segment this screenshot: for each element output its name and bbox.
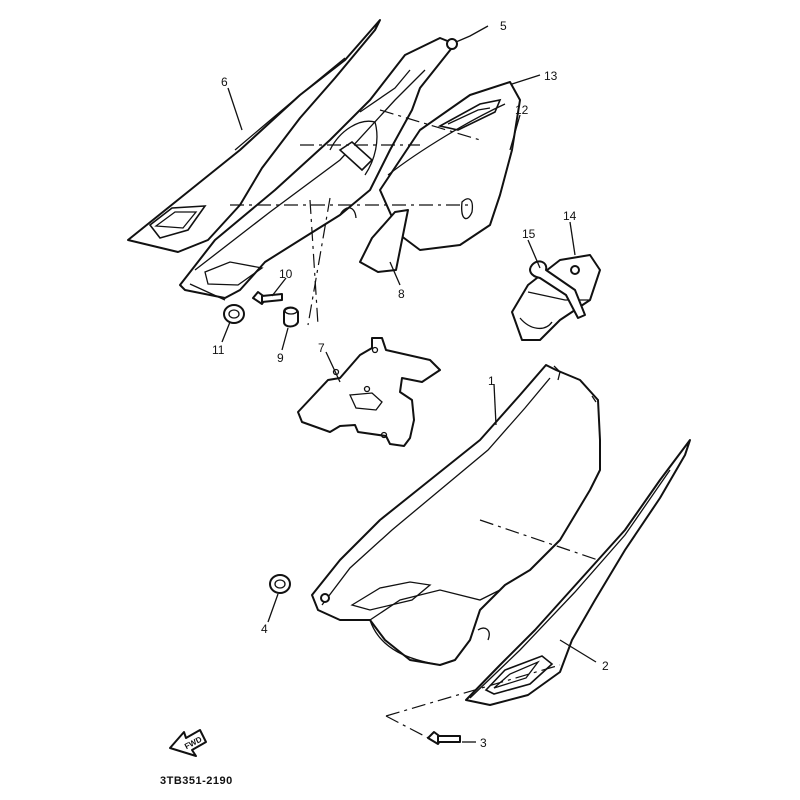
part-5-left-side-cover <box>179 37 458 301</box>
part-7-plate <box>297 337 441 447</box>
part-1-lower-side-cover <box>311 364 601 666</box>
diagram-code: 3TB351-2190 <box>160 775 233 787</box>
callout-5: 5 <box>500 19 507 33</box>
callout-4: 4 <box>261 622 268 636</box>
part-2-lower-side-graphic <box>465 439 691 706</box>
callout-13: 13 <box>544 69 558 83</box>
assembly-guide-lines-upper <box>230 109 481 326</box>
callout-1: 1 <box>488 374 495 388</box>
part-4-grommet <box>269 574 291 594</box>
part-15-clip <box>529 260 586 319</box>
callout-15: 15 <box>522 227 536 241</box>
forward-direction-arrow: FWD <box>169 729 207 757</box>
callout-14: 14 <box>563 209 577 223</box>
callout-9: 9 <box>277 351 284 365</box>
leader-lines <box>221 25 597 743</box>
part-11-grommet <box>223 304 245 324</box>
callout-6: 6 <box>221 75 228 89</box>
callout-labels: 5 6 13 12 8 15 14 10 11 9 7 1 2 4 3 <box>212 19 609 750</box>
callout-7: 7 <box>318 341 325 355</box>
part-8-pad <box>359 209 409 273</box>
callout-12: 12 <box>515 103 529 117</box>
callout-2: 2 <box>602 659 609 673</box>
part-9-collar <box>283 306 299 328</box>
callout-11: 11 <box>212 343 225 357</box>
part-12-right-side-cover <box>379 81 521 251</box>
assembly-guide-lines-lower <box>385 519 599 741</box>
callout-3: 3 <box>480 736 487 750</box>
callout-8: 8 <box>398 287 405 301</box>
part-3-bolt <box>427 731 461 745</box>
callout-10: 10 <box>279 267 293 281</box>
part-6-side-cover-graphic <box>127 19 381 253</box>
part-14-band <box>511 254 601 341</box>
part-10-bolt <box>252 291 283 305</box>
